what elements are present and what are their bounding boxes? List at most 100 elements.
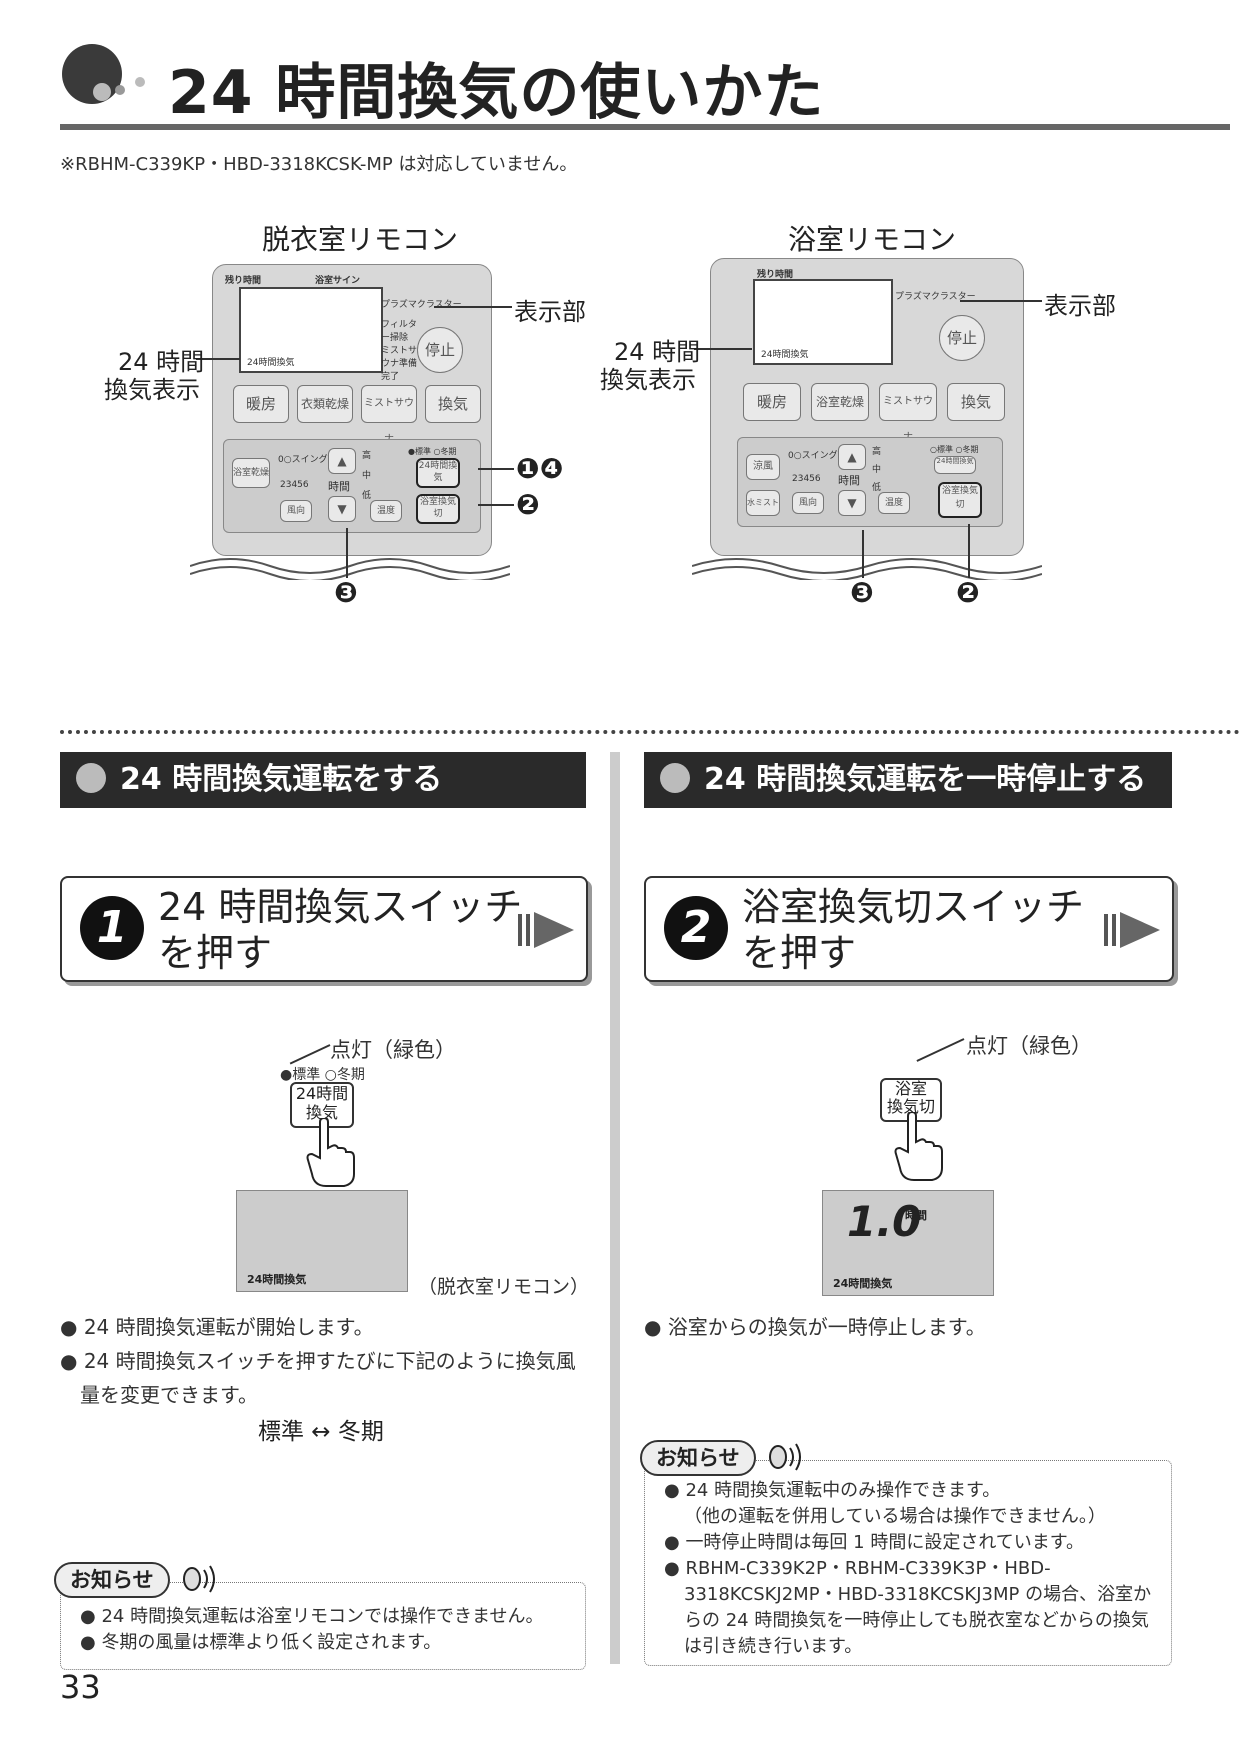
pointing-hand-icon (306, 1118, 355, 1187)
page-title: 24 時間換気の使いかた (168, 58, 825, 128)
right-notice-1b: （他の運転を併用している場合は操作できません。） (684, 1506, 1106, 1527)
swing-scale-r: 23456 (792, 474, 821, 484)
step-2-line2: を押す (742, 931, 857, 975)
callout-line-14 (478, 468, 514, 470)
section-bullet-icon (62, 44, 145, 104)
callout-line-3-left (346, 528, 348, 578)
mode-labels-left: ●標準 ○冬期 (280, 1067, 365, 1083)
heating-button[interactable]: 暖房 (233, 385, 289, 423)
marker-14: ❶❹ (516, 452, 564, 485)
mist-sauna-button-r[interactable]: ミストサウナ (879, 383, 937, 443)
step-1-line2: を押す (158, 931, 273, 975)
right-lcd-screen: 1.0 時間 24時間換気 (822, 1190, 994, 1296)
callout-line-24h (196, 358, 240, 360)
left-lcd-screen: 24時間換気 (236, 1190, 408, 1292)
right-notice-3: ● RBHM-C339K2P・RBHM-C339K3P・HBD-3318KCSK… (664, 1558, 1152, 1657)
callout-line-2-right (968, 524, 970, 578)
speaker-icon (183, 1565, 215, 1593)
lit-label-left: 点灯（緑色） (330, 1038, 456, 1062)
compatibility-note: ※RBHM-C339KP・HBD-3318KCSK-MP は対応していません。 (60, 154, 578, 175)
level-low: 低 (362, 491, 372, 501)
bath-dry-button-r[interactable]: 浴室乾燥 (811, 383, 869, 421)
left-section-heading: 24 時間換気運転をする (60, 752, 586, 808)
time-up-button[interactable]: ▲ (328, 448, 356, 474)
left-notice-box (60, 1582, 586, 1670)
time-up-button-r[interactable]: ▲ (838, 444, 866, 470)
display-24h-text: 24時間換気 (247, 358, 295, 368)
left-notice-items: ● 24 時間換気運転は浴室リモコンでは操作できません。 ● 冬期の風量は標準よ… (80, 1604, 580, 1656)
24h-vent-button-r[interactable]: 24時間換気 (934, 456, 976, 474)
left-notice-2: ● 冬期の風量は標準より低く設定されます。 (80, 1632, 442, 1653)
bath-vent-off-switch[interactable]: 浴室 換気切 (880, 1078, 942, 1122)
time-label-r: 時間 (838, 474, 860, 487)
bath-vent-off-button-r[interactable]: 浴室換気切 (938, 482, 982, 518)
swing-label-r: 0○スイング (788, 451, 838, 461)
right-section-heading: 24 時間換気運転を一時停止する (644, 752, 1172, 808)
heating-button-r[interactable]: 暖房 (743, 383, 801, 421)
callout-line-24h-r (694, 348, 752, 350)
level-high: 高 (362, 451, 372, 461)
24h-vent-switch-line1: 24時間 (295, 1084, 349, 1103)
temp-button-r[interactable]: 温度 (878, 492, 910, 514)
left-bullet-2: ● 24 時間換気スイッチを押すたびに下記のように換気風量を変更できます。 (60, 1349, 576, 1407)
time-down-button[interactable]: ▼ (328, 496, 356, 522)
bath-dry-button[interactable]: 浴室乾燥 (232, 458, 270, 488)
mode-labels: ●標準 ○冬期 (408, 447, 457, 456)
speaker-icon-r (769, 1443, 801, 1471)
time-down-button-r[interactable]: ▼ (838, 490, 866, 516)
lit-leader-line (289, 1044, 331, 1065)
water-mist-button[interactable]: 水ミスト (746, 490, 780, 516)
heading-orb-icon-r (660, 762, 690, 793)
time-label: 時間 (328, 480, 350, 493)
right-notice-1: ● 24 時間換気運転中のみ操作できます。 (664, 1480, 1001, 1501)
display-screen: 24時間換気 (239, 287, 383, 373)
right-bullets: ● 浴室からの換気が一時停止します。 (644, 1310, 1164, 1344)
left-bullets: ● 24 時間換気運転が開始します。 ● 24 時間換気スイッチを押すたびに下記… (60, 1310, 590, 1412)
pointing-hand-icon-r (894, 1112, 943, 1181)
right-bullet-1: ● 浴室からの換気が一時停止します。 (644, 1315, 986, 1339)
mist-ready-label: ミストサウナ準備完了 (381, 346, 418, 382)
callout-24h-line2-r: 換気表示 (600, 366, 696, 394)
direction-button-r[interactable]: 風向 (792, 492, 824, 514)
remain-time-label-r: 残り時間 (757, 270, 794, 280)
marker-3-left: ❸ (334, 576, 358, 609)
bath-sign-label: 浴室サイン (315, 276, 361, 286)
left-lcd-text: 24時間換気 (247, 1273, 307, 1286)
temp-button[interactable]: 温度 (370, 500, 402, 522)
level-low-r: 低 (872, 483, 882, 493)
stop-button-r[interactable]: 停止 (939, 315, 985, 361)
right-notice-2: ● 一時停止時間は毎回 1 時間に設定されています。 (664, 1532, 1084, 1553)
ventilation-button-r[interactable]: 換気 (947, 383, 1005, 421)
remote-wave-edge (190, 558, 510, 580)
step-2-line1: 浴室換気切スイッチ (742, 885, 1085, 929)
mist-sauna-button[interactable]: ミストサウナ (361, 385, 417, 445)
cool-breeze-button[interactable]: 涼風 (746, 454, 780, 480)
level-mid: 中 (362, 471, 372, 481)
bath-vent-off-button[interactable]: 浴室換気切 (416, 494, 460, 524)
right-notice-label: お知らせ (640, 1440, 756, 1476)
step-2-box: 2 浴室換気切スイッチ を押す (644, 876, 1174, 982)
right-notice-items: ● 24 時間換気運転中のみ操作できます。 （他の運転を併用している場合は操作で… (664, 1478, 1160, 1660)
bath-vent-off-line1: 浴室 (894, 1079, 927, 1098)
right-notice-box (644, 1460, 1172, 1666)
clothes-dry-button[interactable]: 衣類乾燥 (297, 385, 353, 423)
callout-line-display (434, 306, 512, 308)
title-underline (60, 124, 1230, 130)
plasma-label: プラズマクラスター (381, 300, 462, 310)
ventilation-button[interactable]: 換気 (425, 385, 481, 423)
mode-labels-r: ○標準 ○冬期 (930, 445, 979, 454)
next-arrow-icon (518, 912, 574, 948)
filter-label: フィルター掃除 (381, 320, 417, 343)
stop-button[interactable]: 停止 (417, 327, 463, 373)
callout-line-display-r (960, 300, 1042, 302)
step-1-box: 1 24 時間換気スイッチ を押す (60, 876, 588, 982)
lower-panel: 浴室乾燥 0○スイング 23456 風向 ▲ 時間 ▼ 高 中 低 温度 ●標準… (223, 439, 481, 533)
direction-button[interactable]: 風向 (280, 500, 312, 522)
marker-2-right: ❷ (956, 576, 980, 609)
remote-wave-edge-r (692, 558, 1042, 580)
level-high-r: 高 (872, 447, 882, 457)
24h-vent-button[interactable]: 24時間換気 (416, 458, 460, 488)
heading-orb-icon (76, 762, 106, 793)
bathroom-remote: 残り時間 24時間換気 プラズマクラスター 停止 暖房 浴室乾燥 ミストサウナ … (710, 258, 1024, 556)
dressing-room-remote: 残り時間 浴室サイン 24時間換気 プラズマクラスター フィルター掃除 ミストサ… (212, 264, 492, 556)
